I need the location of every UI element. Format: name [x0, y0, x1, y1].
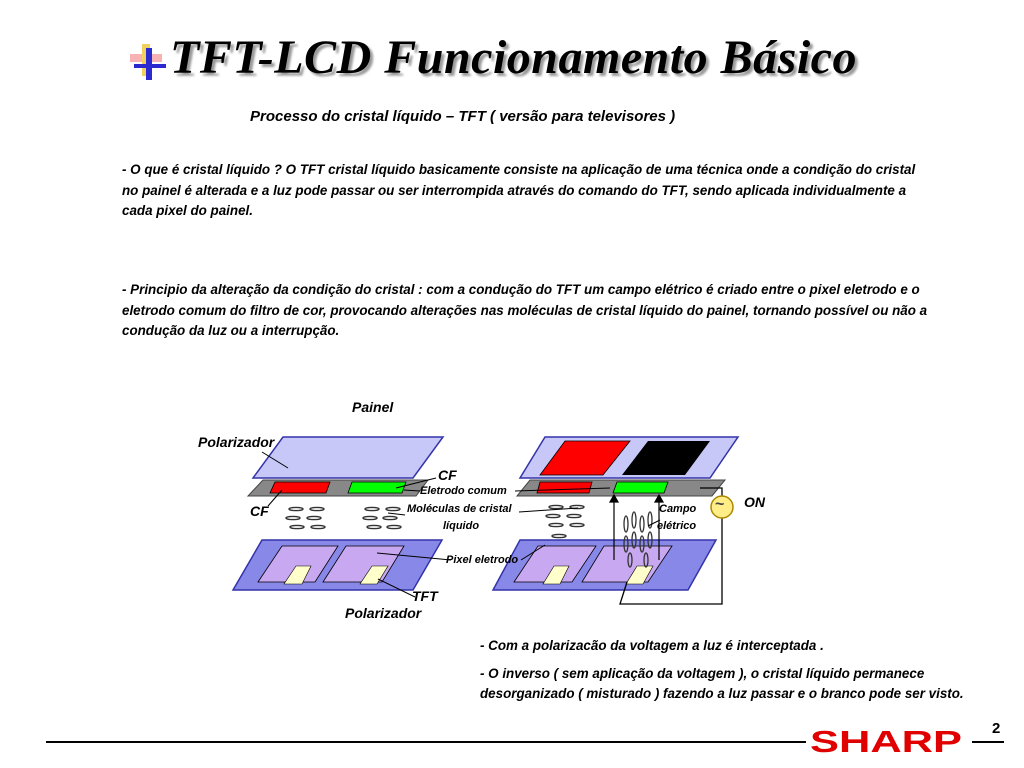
page-subtitle: Processo do cristal líquido – TFT ( vers… [250, 108, 676, 125]
left-tft-1 [283, 565, 312, 585]
right-pixel-electrode-1 [513, 545, 597, 583]
sharp-logo-text: SHARP [810, 724, 962, 759]
label-moleculas-line1: Moléculas de cristal [407, 503, 512, 515]
label-painel: Painel [352, 399, 394, 415]
right-tft-1 [542, 565, 570, 585]
right-red-pixel [539, 440, 631, 476]
left-lc-molecules [285, 506, 402, 530]
ac-symbol: ~ [715, 496, 725, 513]
label-polarizador-bottom: Polarizador [345, 605, 422, 621]
left-tft-2 [359, 565, 389, 585]
footer-rule-right [972, 741, 1004, 743]
right-black-pixel [622, 441, 710, 475]
label-cf-left: CF [250, 503, 269, 519]
label-tft: TFT [412, 588, 438, 604]
sharp-logo: SHARP [810, 724, 962, 759]
left-red-filter [269, 481, 331, 494]
label-on: ON [744, 494, 765, 510]
right-green-filter [612, 481, 669, 494]
paragraph-principle: - Principio da alteração da condição do … [122, 282, 928, 338]
circuit-wires [619, 487, 723, 605]
page-number: 2 [992, 720, 1001, 737]
label-cf-right: CF [438, 467, 457, 483]
paragraph-what-is-lcd: - O que é cristal líquido ? O TFT crista… [122, 162, 916, 218]
bullet-icon [130, 44, 166, 80]
right-lc-molecules-aligned [623, 511, 653, 568]
leader-lines [261, 451, 661, 598]
label-moleculas-line2: líquido [443, 520, 480, 532]
label-campo-line1: Campo [659, 503, 697, 515]
footer-rule-left [46, 741, 806, 743]
page-title: TFT-LCD Funcionamento Básico [170, 31, 857, 84]
note-without-voltage: - O inverso ( sem aplicação da voltagem … [480, 666, 964, 701]
right-red-filter [536, 481, 593, 494]
ac-source-icon [710, 495, 734, 519]
label-eletrodo-comum: Eletrodo comum [420, 485, 507, 497]
right-pixel-electrode-2 [581, 545, 673, 583]
label-polarizador-top: Polarizador [198, 434, 275, 450]
note-with-voltage: - Com a polarizacão da voltagem a luz é … [480, 638, 824, 653]
left-top-polarizer [251, 436, 445, 479]
label-pixel-eletrodo: Pixel eletrodo [446, 554, 519, 566]
label-campo-line2: elétrico [657, 520, 697, 532]
right-lc-molecules-disordered [545, 504, 586, 549]
electric-field-arrows [608, 493, 665, 560]
left-green-filter [347, 481, 407, 494]
left-pixel-electrode-1 [257, 545, 339, 583]
